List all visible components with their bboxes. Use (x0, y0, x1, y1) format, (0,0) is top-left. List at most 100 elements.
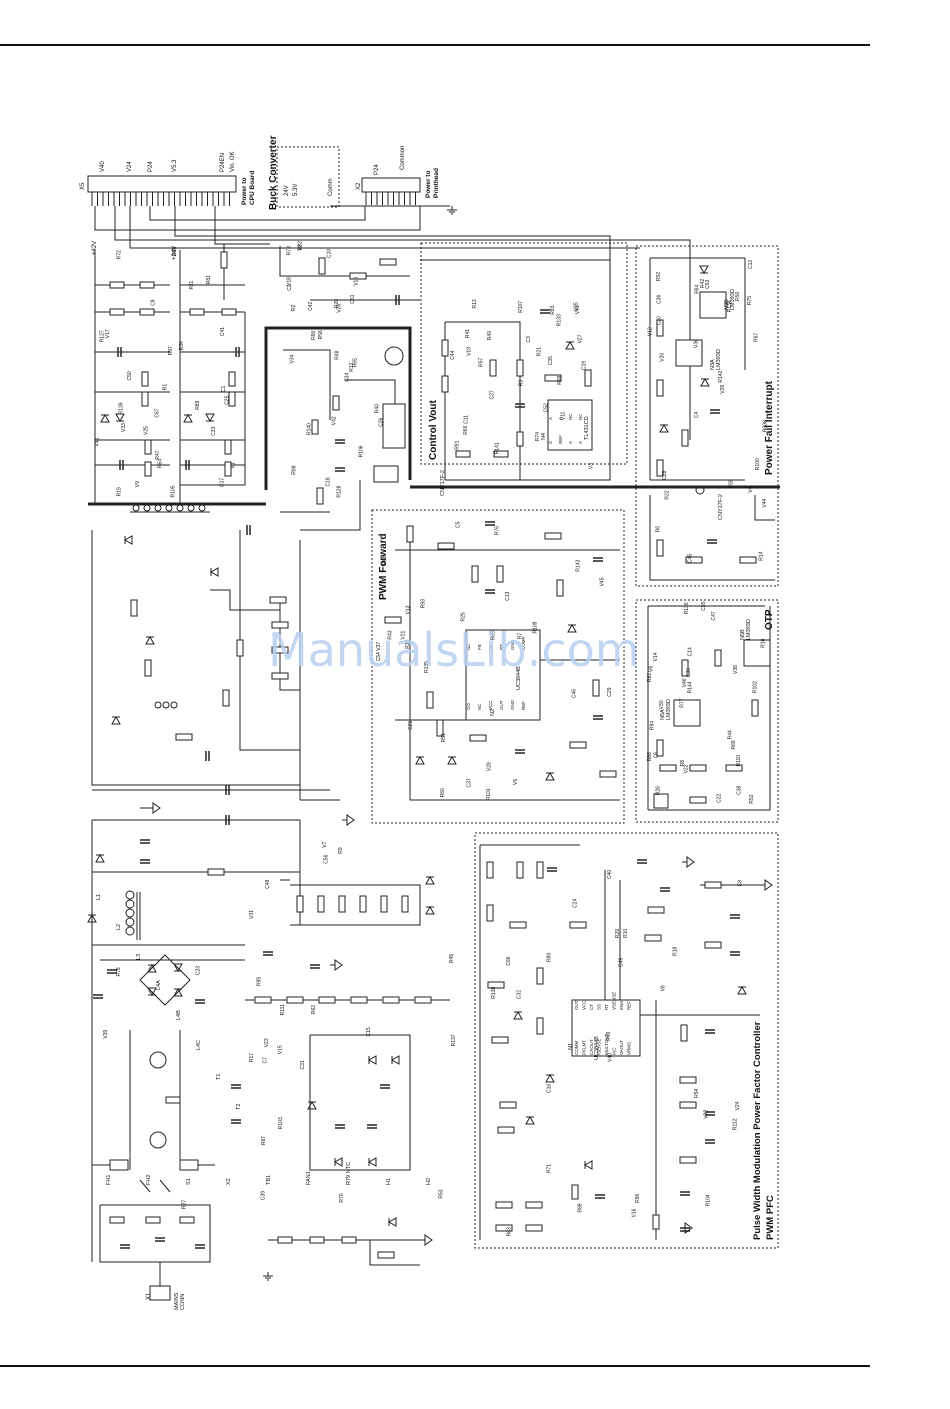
ref-label: R59 (728, 479, 734, 488)
ref-label: C22 (717, 794, 723, 803)
ref-label: V12 (648, 327, 654, 336)
ref-label: R22 (664, 490, 670, 499)
resistor (471, 565, 479, 583)
resistor (656, 459, 664, 477)
ref-label: V23 (264, 1038, 270, 1047)
block-layer (276, 146, 779, 1249)
ground-symbol (684, 1222, 693, 1234)
resistor (189, 308, 205, 316)
ref-label: R81 (206, 275, 212, 284)
ic-pin-label: COMP (521, 637, 526, 651)
ic-pin-label: VSENSE (612, 992, 617, 1010)
ref-label: R3 (519, 379, 525, 386)
ref-label: C26 (379, 418, 385, 427)
ic-pin-label: PKLMT (582, 1040, 587, 1055)
ref-label: R7 (518, 632, 524, 639)
opto-led (695, 485, 705, 495)
ic-pin-label: IS (488, 646, 493, 650)
resistor (679, 1156, 697, 1164)
wire-layer (88, 192, 780, 1286)
rail-42v: +42V (92, 241, 98, 255)
ref-label: R8 (680, 760, 686, 767)
ic-pin-label: CT (589, 1004, 594, 1010)
ref-label: R102 (752, 681, 758, 693)
ref-label: R95 (256, 977, 262, 986)
diode (173, 963, 183, 973)
ref-label: R104 (705, 1194, 711, 1206)
ref-label: V41 (94, 437, 100, 446)
ref-label: C47 (711, 611, 717, 620)
control-vout-box (420, 242, 628, 465)
diode (147, 963, 157, 973)
ic-n5b-ref: N5B (740, 629, 746, 640)
ref-label: C32 (516, 990, 522, 999)
ref-label: C40 (607, 870, 613, 879)
ref-label: C11 (463, 415, 469, 424)
common-mode-choke (149, 1131, 167, 1149)
wire (99, 1204, 211, 1263)
ref-label: R110 (736, 755, 742, 767)
ic-pin-label: A (548, 417, 553, 420)
ref-label: C33 (211, 426, 217, 435)
resistor (491, 1036, 509, 1044)
ref-label: R97 (168, 346, 174, 355)
resistor (584, 369, 592, 387)
resistor (556, 579, 564, 597)
resistor (486, 904, 494, 922)
x2-ref: X2 (356, 182, 362, 190)
resistor (680, 1024, 688, 1042)
ref-label: R1 (163, 384, 169, 391)
wire (159, 1179, 171, 1193)
ref-label: R65 (352, 358, 358, 367)
wire (239, 530, 300, 751)
resistor (495, 1201, 513, 1209)
ref-label: R93 (421, 599, 427, 608)
resistor (681, 659, 689, 677)
resistor (311, 419, 319, 435)
ref-label: C18 (326, 477, 332, 486)
ref-label: R140 (306, 423, 312, 435)
resistor (165, 1096, 181, 1104)
resistor (739, 556, 757, 564)
ref-label: C14 (687, 647, 693, 656)
ref-label: R29 (615, 929, 621, 938)
ref-label: R20 (334, 299, 340, 308)
resistor (525, 1224, 543, 1232)
x5-pin-vinok: Vin. OK (230, 151, 236, 172)
block-title-pfc-line2: PWM PFC (765, 1195, 776, 1240)
resistor (406, 525, 414, 543)
resistor (175, 733, 193, 741)
ref-label: R47 (155, 450, 161, 459)
resistor (179, 1216, 195, 1224)
tb1-circle (384, 346, 404, 366)
resistor (681, 429, 689, 447)
ref-label: R85 (491, 631, 497, 640)
ref-label: V19 (467, 347, 473, 356)
diode (147, 987, 157, 997)
header-rule (0, 44, 870, 46)
ref-label: R41 (465, 329, 471, 338)
ref-label: V16 (632, 1208, 638, 1217)
fan-symbol (373, 465, 399, 483)
transformer-winding (198, 504, 206, 512)
resistor (341, 1236, 357, 1244)
ic-n5a-part: LM393D (666, 699, 672, 720)
ref-label: C44 (450, 350, 456, 359)
ref-label: R14 (759, 551, 765, 560)
resistor (144, 461, 152, 477)
resistor (338, 895, 346, 913)
diode (209, 567, 219, 577)
comparator-n3a (675, 339, 703, 367)
ref-label: V39 (103, 1030, 109, 1039)
resistor (499, 1101, 517, 1109)
resistor (441, 375, 449, 393)
resistor (569, 921, 587, 929)
wire (369, 1240, 420, 1266)
ref-label: R26 (656, 786, 662, 795)
wire (649, 495, 775, 581)
ic-n3a-ref: N3A (710, 359, 716, 370)
ref-label: C31 (300, 1060, 306, 1069)
diode (700, 377, 710, 387)
ref-label: C24 (573, 899, 579, 908)
